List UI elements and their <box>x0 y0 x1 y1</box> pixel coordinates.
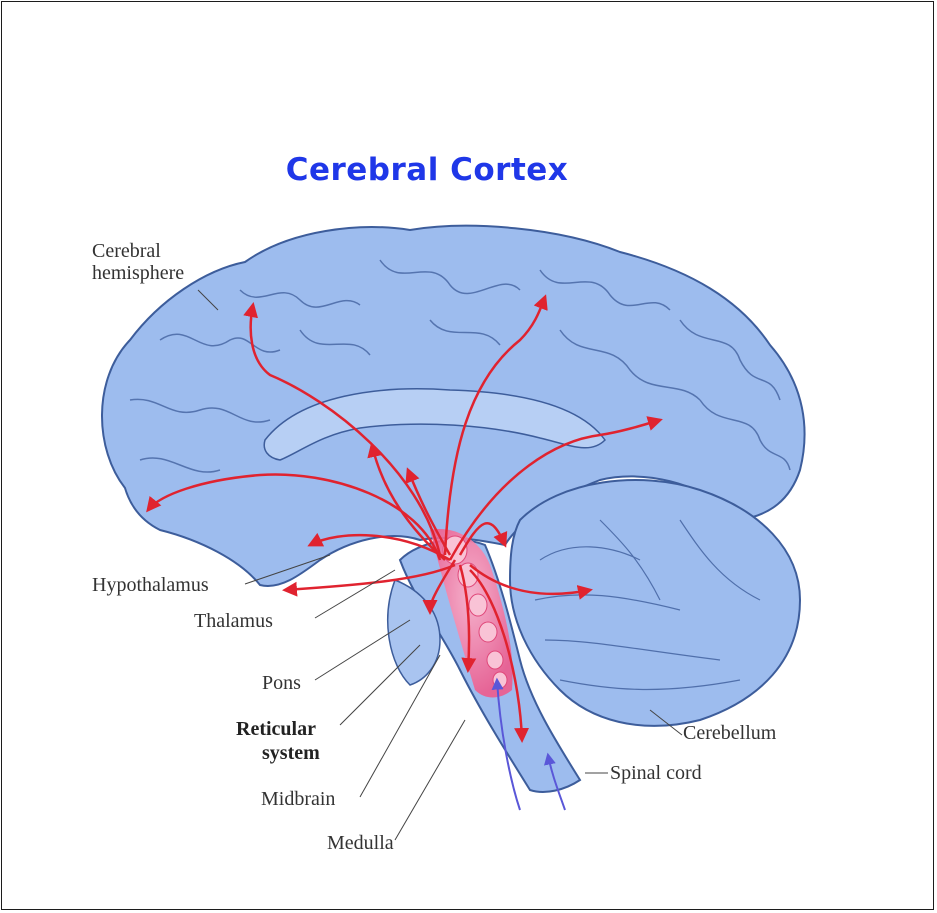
label-spinal-cord: Spinal cord <box>610 762 702 784</box>
label-hypothalamus: Hypothalamus <box>92 574 209 596</box>
label-medulla: Medulla <box>327 832 394 854</box>
label-reticular: Reticular <box>236 718 316 740</box>
label-hemisphere: hemisphere <box>92 262 184 284</box>
label-midbrain: Midbrain <box>261 788 335 810</box>
label-cerebral: Cerebral <box>92 240 161 262</box>
label-pons: Pons <box>262 672 301 694</box>
label-cerebellum: Cerebellum <box>683 722 776 744</box>
label-system: system <box>262 742 320 764</box>
label-thalamus: Thalamus <box>194 610 273 632</box>
